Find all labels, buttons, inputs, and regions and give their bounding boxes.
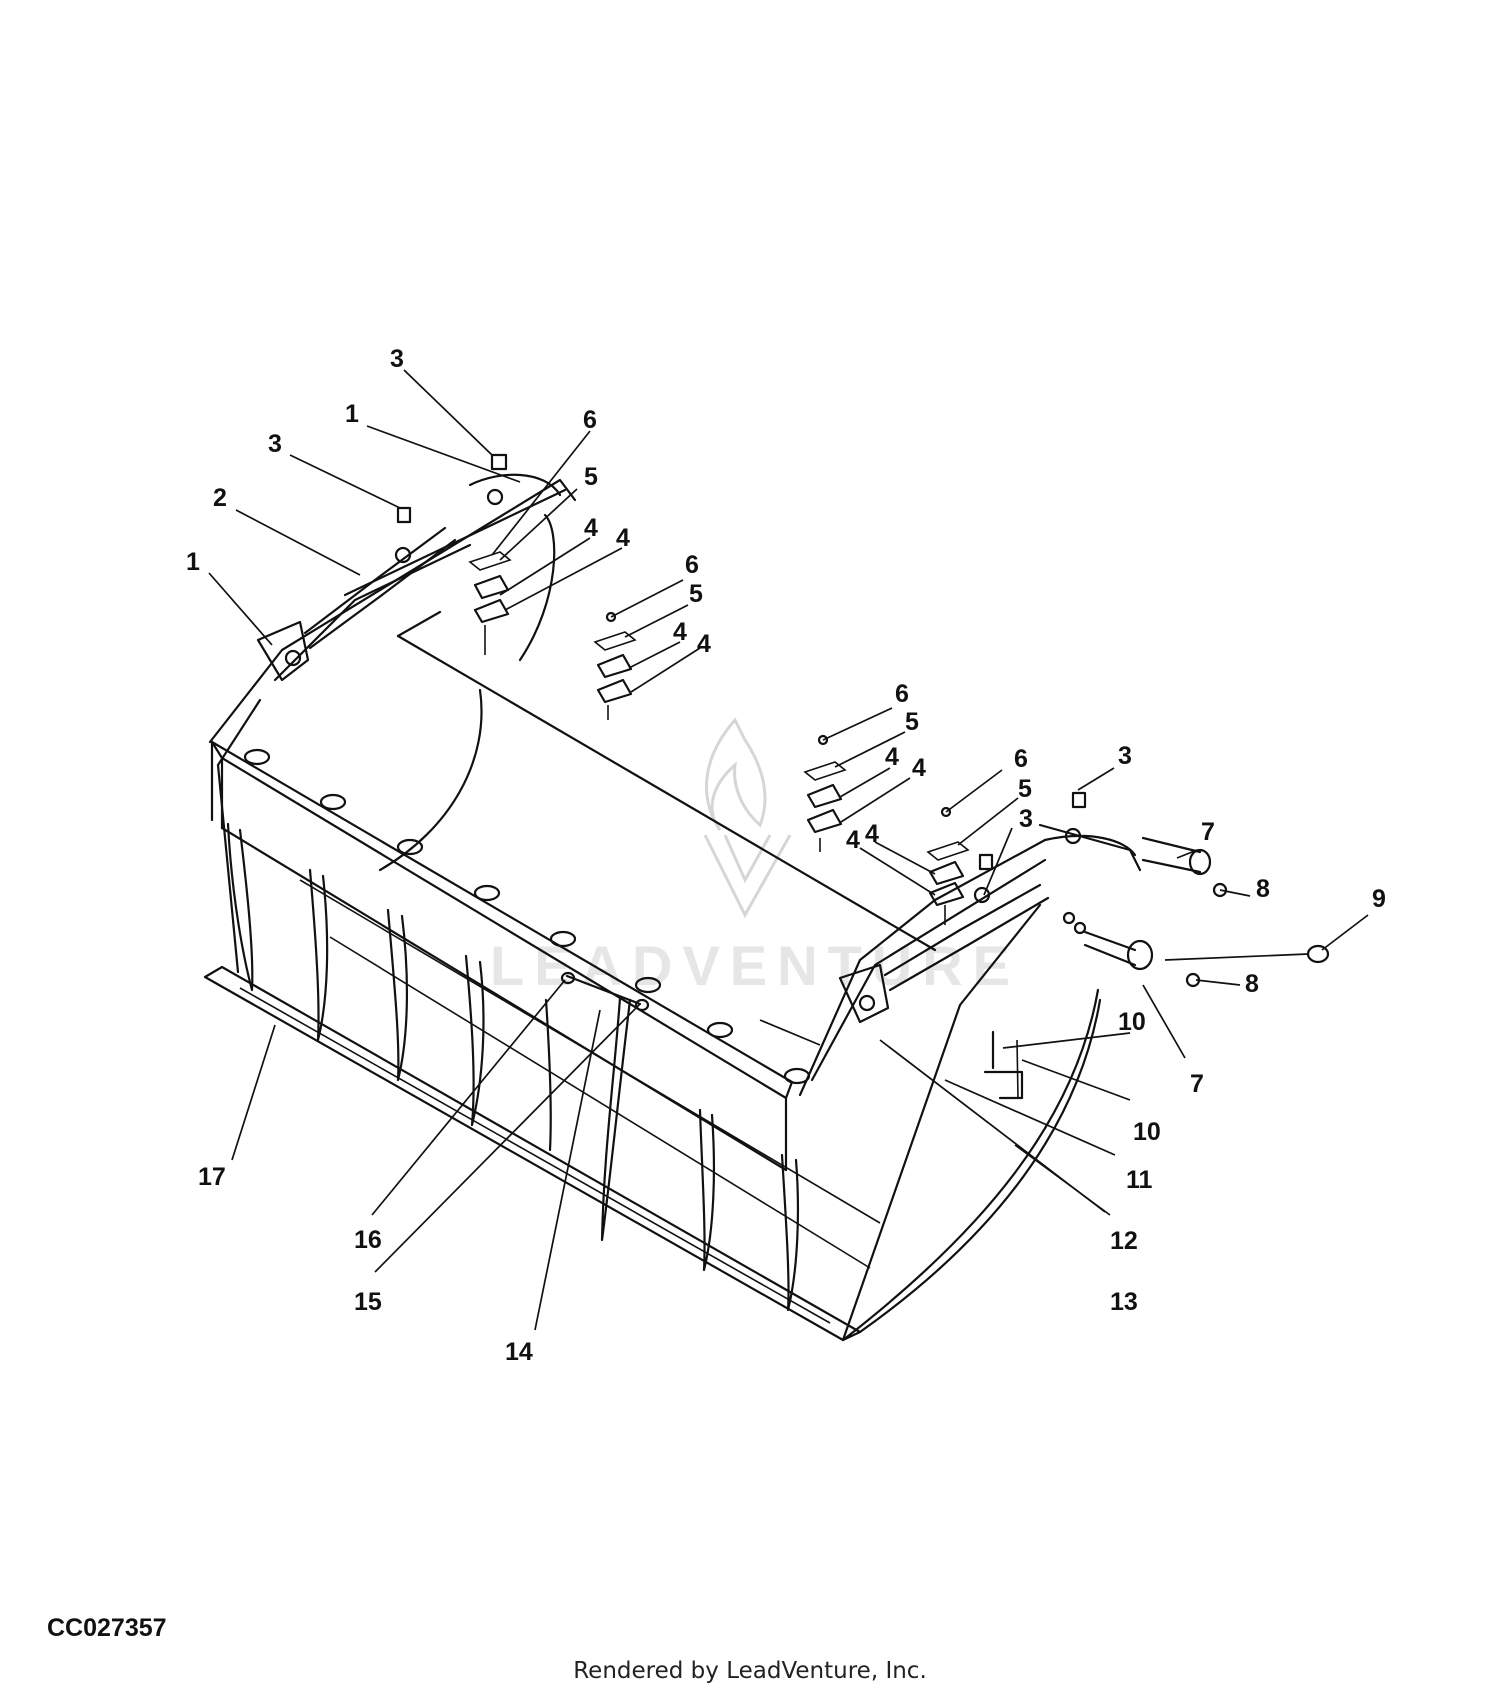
callout-4: 4 [673, 618, 687, 646]
tines [226, 822, 800, 1312]
tine [464, 954, 485, 1127]
watermark-text: LEADVENTURE [490, 934, 1020, 997]
callout-8: 8 [1245, 970, 1259, 998]
tine [544, 998, 552, 1152]
callout-7: 7 [1190, 1070, 1204, 1098]
callout-13: 13 [1110, 1288, 1138, 1316]
callout-8: 8 [1256, 875, 1270, 903]
callout-17: 17 [198, 1163, 226, 1191]
grapple-bucket [203, 473, 1142, 1342]
tine [698, 1108, 716, 1272]
callout-7: 7 [1201, 818, 1215, 846]
callout-16: 16 [354, 1226, 382, 1254]
callout-5: 5 [1018, 775, 1032, 803]
callout-1: 1 [345, 400, 359, 428]
callout-2: 2 [213, 484, 227, 512]
callout-3: 3 [268, 430, 282, 458]
callout-3: 3 [1118, 742, 1132, 770]
callout-12: 12 [1110, 1227, 1138, 1255]
callout-5: 5 [584, 463, 598, 491]
callout-6: 6 [1014, 745, 1028, 773]
crossbar-bosses [243, 748, 811, 1085]
callout-11: 11 [1126, 1166, 1153, 1194]
callout-4: 4 [616, 524, 630, 552]
callout-10: 10 [1118, 1008, 1146, 1036]
callout-9: 9 [1372, 885, 1386, 913]
tine [226, 822, 254, 992]
watermark-v-icon [703, 834, 792, 919]
callout-1: 1 [186, 548, 200, 576]
figure-code: CC027357 [47, 1614, 167, 1642]
callout-14: 14 [505, 1338, 533, 1366]
callout-5: 5 [689, 580, 703, 608]
callout-labels: 3 1 3 6 5 4 4 2 1 6 5 4 4 6 5 4 4 6 5 3 … [186, 345, 1386, 1366]
tine [600, 996, 632, 1242]
callout-4: 4 [912, 754, 926, 782]
callout-4: 4 [584, 514, 598, 542]
tine [386, 908, 409, 1082]
callout-3: 3 [390, 345, 404, 373]
callout-6: 6 [583, 406, 597, 434]
callout-4: 4 [885, 743, 899, 771]
leader-lines [208, 369, 1369, 1331]
callout-15: 15 [354, 1288, 382, 1316]
callout-3: 3 [1019, 805, 1033, 833]
callout-4: 4 [846, 826, 860, 854]
tine [308, 868, 329, 1042]
callout-6: 6 [685, 551, 699, 579]
hardware [394, 453, 1330, 1100]
callout-4: 4 [697, 630, 711, 658]
callout-6: 6 [895, 680, 909, 708]
watermark-flame-icon [705, 717, 767, 831]
callout-10: 10 [1133, 1118, 1161, 1146]
render-credit: Rendered by LeadVenture, Inc. [573, 1658, 927, 1684]
watermark: LEADVENTURE [490, 717, 1020, 997]
tine [780, 1153, 800, 1312]
callout-4: 4 [865, 820, 879, 848]
callout-5: 5 [905, 708, 919, 736]
